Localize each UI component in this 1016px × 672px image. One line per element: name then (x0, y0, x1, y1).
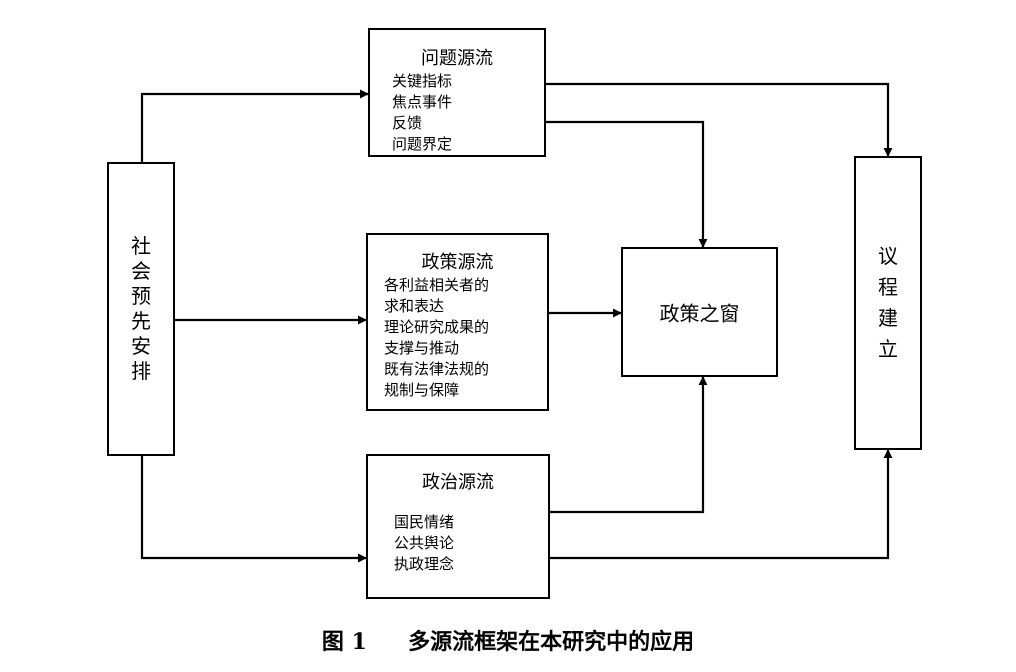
agenda-setting-label: 议 程 建 立 (878, 244, 898, 361)
problem-stream-items: 关键指标 焦点事件 反馈 问题界定 (392, 72, 453, 153)
arrow-to-problem-stream (140, 89, 369, 162)
policy-window-box: 政策之窗 (621, 247, 778, 377)
problem-stream-title: 问题源流 (421, 48, 493, 69)
social-pre-arrangement-box: 社 会 预 先 安 排 (107, 162, 175, 456)
problem-stream-box: 问题源流 关键指标 焦点事件 反馈 问题界定 (368, 28, 546, 157)
policy-stream-box: 政策源流 各利益相关者的 求和表达 理论研究成果的 支撑与推动 既有法律法规的 … (366, 233, 549, 411)
arrow-problem-to-agenda (546, 82, 893, 157)
policy-window-label: 政策之窗 (659, 301, 740, 326)
policy-stream-items: 各利益相关者的 求和表达 理论研究成果的 支撑与推动 既有法律法规的 规制与保障 (384, 276, 490, 399)
figure-number: 图 1 (321, 629, 367, 655)
figure-caption-text: 多源流框架在本研究中的应用 (408, 629, 695, 655)
politics-stream-box: 政治源流 国民情绪 公共舆论 执政理念 (366, 454, 550, 599)
figure-caption: 图 1 多源流框架在本研究中的应用 (0, 624, 1016, 656)
politics-stream-items: 国民情绪 公共舆论 执政理念 (394, 513, 455, 573)
arrow-politics-to-window (550, 376, 708, 514)
arrow-problem-to-window (546, 120, 708, 248)
social-pre-arrangement-label: 社 会 预 先 安 排 (131, 234, 151, 383)
politics-stream-title: 政治源流 (422, 472, 494, 493)
agenda-setting-box: 议 程 建 立 (854, 156, 922, 450)
policy-stream-title: 政策源流 (421, 252, 494, 273)
arrow-to-politics-stream (140, 455, 367, 563)
arrow-politics-to-agenda (550, 449, 893, 560)
